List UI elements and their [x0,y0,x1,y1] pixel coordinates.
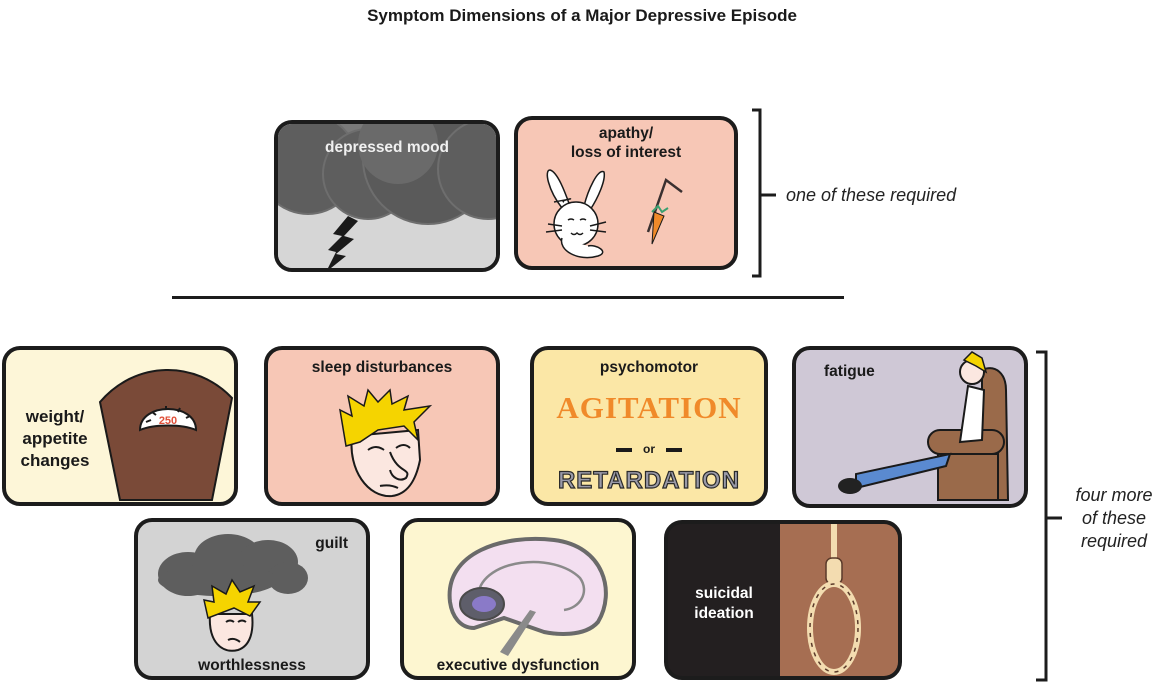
card-label-line1: suicidal [695,585,753,602]
or-connector: or [534,442,764,456]
card-label-bottom: worthlessness [198,657,306,674]
card-sleep-disturbances: sleep disturbances [264,346,500,506]
connector-text: or [643,442,655,456]
card-label-line3: changes [20,451,90,470]
storm-cloud-icon [278,124,496,268]
note-four-more-line2: of these [1081,508,1147,528]
tired-face-icon [339,388,433,498]
lightning-bolt-icon [328,216,358,268]
card-suicidal-ideation: suicidal ideation [664,520,902,680]
card-label-line2: appetite [22,429,88,448]
card-label-top: guilt [315,535,348,552]
card-label: depressed mood [324,139,450,156]
card-psychomotor: psychomotor AGITATION or RETARDATION [530,346,768,506]
card-label-line1: weight/ [25,407,85,426]
card-label: sleep disturbances [311,359,453,376]
bunny-icon [545,169,607,259]
cloud-over-head-icon [158,534,308,652]
card-apathy: apathy/ loss of interest [514,116,738,270]
card-depressed-mood: depressed mood [274,120,500,272]
card-guilt-worthlessness: guilt worthlessness [134,518,370,680]
note-four-more-line1: four more [1075,485,1153,505]
scale-reading: 250 [159,415,177,427]
agitation-text: AGITATION [556,390,742,425]
card-label: executive dysfunction [436,657,600,674]
card-label-line1: apathy/ [598,125,654,142]
diagram-title: Symptom Dimensions of a Major Depressive… [367,6,797,25]
card-weight-appetite: 250 weight/ appetite changes [2,346,238,506]
card-label: fatigue [824,363,875,380]
card-executive-dysfunction: executive dysfunction [400,518,636,680]
brain-icon [447,536,608,656]
card-fatigue: fatigue [792,346,1028,508]
tired-man-in-armchair-icon [838,351,1010,501]
bathroom-scale-icon: 250 [98,369,234,501]
card-label-line2: loss of interest [570,144,682,161]
noose-icon [780,524,898,676]
note-one-required: one of these required [786,185,957,205]
carrot-on-stick-icon [646,177,683,245]
card-label: psychomotor [599,359,699,376]
note-four-more-line3: required [1080,531,1148,551]
retardation-text: RETARDATION [557,466,741,494]
card-label-line2: ideation [694,605,754,622]
section-divider [172,296,844,299]
